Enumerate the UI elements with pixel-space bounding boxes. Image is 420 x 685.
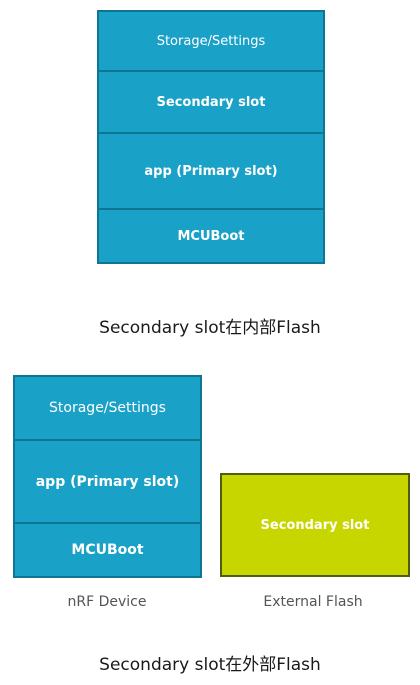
nrf-device-label: nRF Device	[67, 594, 147, 610]
internal-flash-stack: Storage/Settings Secondary slot app (Pri…	[97, 10, 325, 264]
storage-settings-block: Storage/Settings	[156, 33, 266, 49]
secondary-slot-block: Secondary slot	[99, 70, 323, 132]
internal-flash-caption: Secondary slot在内部Flash	[99, 318, 321, 338]
external-flash-caption: Secondary slot在外部Flash	[99, 655, 321, 675]
nrf-device-stack: Storage/Settings app (Primary slot) MCUB…	[13, 375, 202, 578]
storage-settings-block: Storage/Settings	[49, 400, 166, 416]
app-primary-slot-block: app (Primary slot)	[15, 439, 200, 522]
mcuboot-block: MCUBoot	[99, 208, 323, 262]
mcuboot-block: MCUBoot	[15, 522, 200, 576]
app-primary-slot-block: app (Primary slot)	[99, 132, 323, 208]
external-secondary-slot-block: Secondary slot	[220, 473, 410, 577]
external-flash-label: External Flash	[263, 594, 363, 610]
